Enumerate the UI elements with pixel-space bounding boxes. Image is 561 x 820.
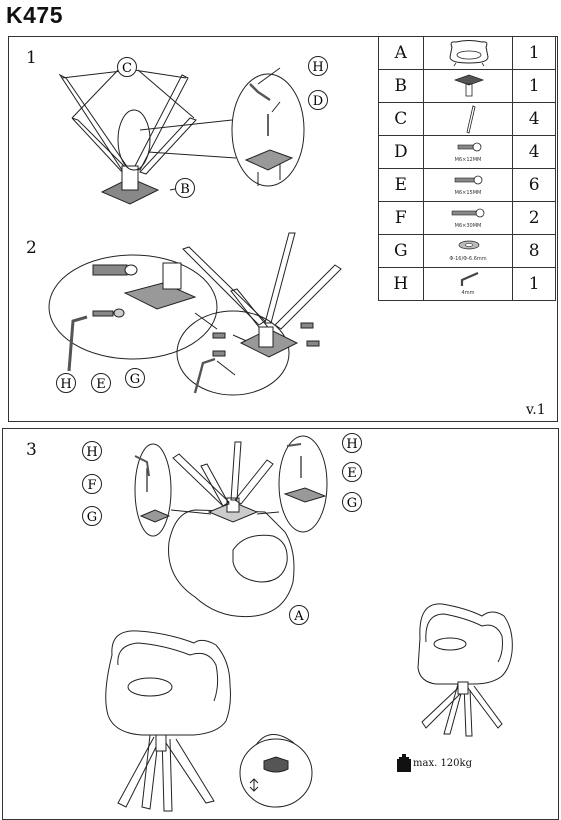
- callout-letter: H: [346, 437, 357, 452]
- part-caption: Φ-16/Φ-6.6mm: [449, 256, 487, 262]
- bolt-icon: [457, 142, 482, 152]
- part-letter: C: [378, 102, 424, 136]
- washer-icon: [458, 240, 479, 250]
- part-image: 4mm: [422, 267, 514, 301]
- callout-h-step3-left: H: [82, 441, 102, 461]
- callout-letter: G: [347, 496, 357, 511]
- part-letter: F: [378, 201, 424, 235]
- part-image: [422, 69, 514, 103]
- callout-letter: B: [180, 182, 190, 197]
- callout-h-step2: H: [56, 373, 76, 393]
- callout-letter: F: [87, 478, 96, 493]
- part-image: Φ-16/Φ-6.6mm: [422, 234, 514, 268]
- callout-letter: G: [130, 372, 140, 387]
- callout-g-step3-left: G: [82, 506, 102, 526]
- callout-letter: H: [86, 445, 97, 460]
- callout-g-step3-right: G: [342, 492, 362, 512]
- part-row: E M6×15MM 6: [378, 168, 556, 202]
- callout-letter: H: [60, 377, 71, 392]
- part-qty: 4: [512, 135, 556, 169]
- part-row: C 4: [378, 102, 556, 136]
- step-number-1: 1: [26, 48, 37, 68]
- part-image: M6×15MM: [422, 168, 514, 202]
- part-qty: 2: [512, 201, 556, 235]
- bolt-icon: [451, 208, 485, 218]
- step-number-2: 2: [26, 238, 37, 258]
- callout-letter: C: [122, 61, 132, 76]
- step2-base-assembly-diagram: [48, 232, 342, 396]
- part-qty: 1: [512, 36, 556, 70]
- assembled-chair-diagram: [105, 630, 313, 812]
- part-row: A 1: [378, 36, 556, 70]
- hex-key-icon: [460, 271, 479, 286]
- part-image: [422, 102, 514, 136]
- step3-seat-mount-diagram: [134, 435, 328, 618]
- callout-letter: E: [347, 466, 357, 481]
- part-caption: M6×15MM: [454, 190, 482, 196]
- part-letter: A: [378, 36, 424, 70]
- part-row: G Φ-16/Φ-6.6mm 8: [378, 234, 556, 268]
- part-qty: 6: [512, 168, 556, 202]
- part-image: M6×30MM: [422, 201, 514, 235]
- callout-e-step3: E: [342, 462, 362, 482]
- callout-e-step2: E: [91, 373, 111, 393]
- callout-letter: G: [87, 510, 97, 525]
- assembly-panel-steps-1-2: [8, 36, 558, 422]
- assembled-chair-small-diagram: [417, 603, 513, 737]
- callout-d-step1: D: [308, 90, 328, 110]
- product-code: K475: [6, 2, 63, 28]
- callout-f-step3: F: [82, 474, 102, 494]
- bolt-icon: [454, 175, 483, 185]
- part-qty: 8: [512, 234, 556, 268]
- part-letter: D: [378, 135, 424, 169]
- part-row: D M6×12MM 4: [378, 135, 556, 169]
- part-row: H 4mm 1: [378, 267, 556, 301]
- part-letter: E: [378, 168, 424, 202]
- part-letter: B: [378, 69, 424, 103]
- part-image: M6×12MM: [422, 135, 514, 169]
- part-caption: 4mm: [461, 290, 475, 296]
- callout-letter: A: [293, 609, 304, 624]
- parts-list-table: A 1 B 1 C 4 D: [378, 36, 556, 301]
- part-image: [422, 36, 514, 70]
- weight-icon: [397, 754, 411, 772]
- callout-letter: E: [96, 377, 106, 392]
- part-caption: M6×12MM: [454, 157, 482, 163]
- part-qty: 4: [512, 102, 556, 136]
- max-load-label: max. 120kg: [413, 758, 472, 769]
- callout-g-step2: G: [125, 368, 145, 388]
- seat-icon: [449, 40, 489, 67]
- swivel-plate-icon: [453, 74, 484, 97]
- callout-h-step3-right: H: [342, 433, 362, 453]
- callout-letter: D: [313, 94, 323, 109]
- part-qty: 1: [512, 267, 556, 301]
- callout-b-step1: B: [175, 178, 195, 198]
- callout-a-step3: A: [289, 605, 309, 625]
- callout-c-step1: C: [117, 57, 137, 77]
- part-row: B 1: [378, 69, 556, 103]
- part-letter: G: [378, 234, 424, 268]
- callout-letter: H: [312, 60, 323, 75]
- callout-h-step1: H: [308, 56, 328, 76]
- version-label: v.1: [526, 402, 546, 418]
- part-qty: 1: [512, 69, 556, 103]
- part-row: F M6×30MM 2: [378, 201, 556, 235]
- part-caption: M6×30MM: [454, 223, 482, 229]
- part-letter: H: [378, 267, 424, 301]
- step-number-3: 3: [26, 440, 37, 460]
- step1-base-leg-diagram: [58, 67, 305, 205]
- leg-icon: [466, 105, 476, 134]
